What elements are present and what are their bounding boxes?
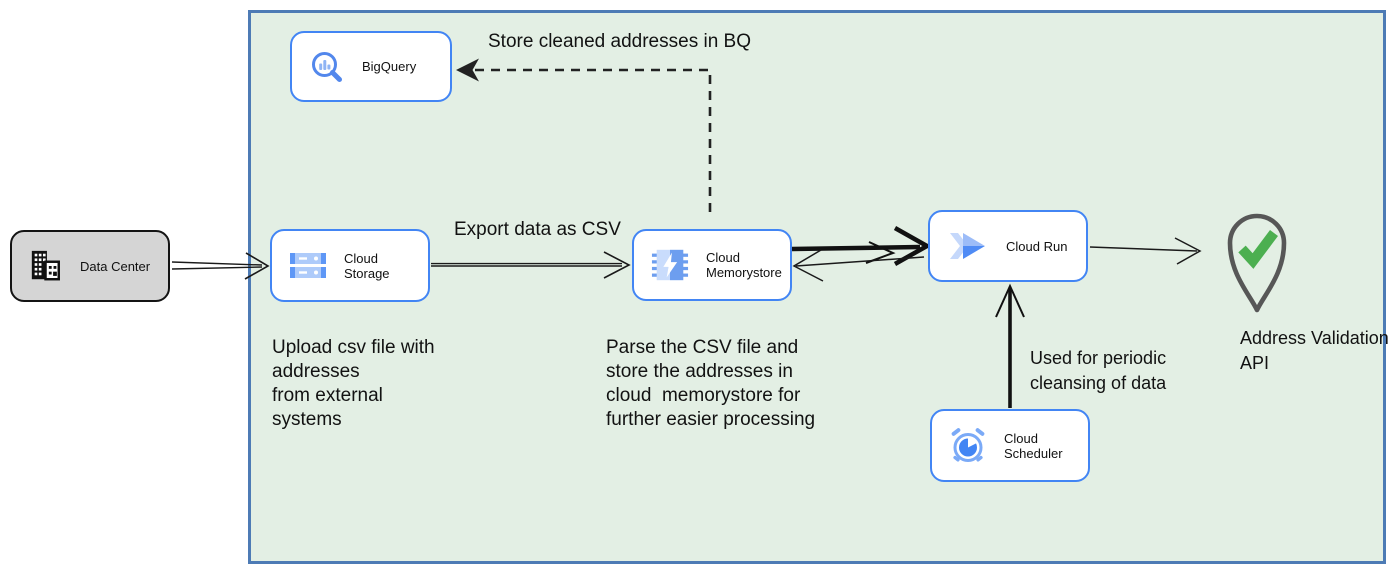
storage-buckets-icon: [289, 251, 327, 281]
node-label: Cloud Storage: [344, 250, 390, 281]
memory-chip-bolt-icon: [651, 246, 689, 284]
bigquery-magnifier-icon: [309, 49, 345, 85]
node-cloud-run[interactable]: Cloud Run: [928, 210, 1088, 282]
node-bigquery[interactable]: BigQuery: [290, 31, 452, 102]
node-data-center[interactable]: Data Center: [10, 230, 170, 302]
edge-label-export-csv[interactable]: Export data as CSV: [454, 219, 621, 240]
node-cloud-scheduler[interactable]: Cloud Scheduler: [930, 409, 1090, 482]
address-validation-label[interactable]: Address Validation API: [1240, 328, 1389, 373]
edge-label-periodic-cleansing[interactable]: Used for periodic cleansing of data: [1030, 348, 1167, 393]
annotation-parse-csv[interactable]: Parse the CSV file and store the address…: [606, 337, 816, 430]
alarm-clock-icon: [949, 427, 987, 465]
node-label: Data Center: [80, 258, 151, 274]
node-label: Cloud Memorystore: [706, 250, 782, 280]
cloud-run-arrow-icon: [947, 229, 989, 263]
node-cloud-memorystore[interactable]: Cloud Memorystore: [632, 229, 792, 301]
check-icon: [1238, 230, 1278, 269]
pin-shape: [1227, 213, 1287, 313]
address-validation-pin[interactable]: [1222, 206, 1292, 318]
edge-label-store-cleaned-bq[interactable]: Store cleaned addresses in BQ: [488, 31, 751, 52]
annotation-upload-csv[interactable]: Upload csv file with addresses from exte…: [272, 337, 435, 430]
node-label: Cloud Run: [1006, 238, 1068, 254]
node-label: Cloud Scheduler: [1004, 430, 1063, 461]
building-icon: [29, 249, 63, 283]
node-cloud-storage[interactable]: Cloud Storage: [270, 229, 430, 302]
node-label: BigQuery: [362, 59, 417, 74]
cloud-boundary-container[interactable]: [248, 10, 1386, 564]
